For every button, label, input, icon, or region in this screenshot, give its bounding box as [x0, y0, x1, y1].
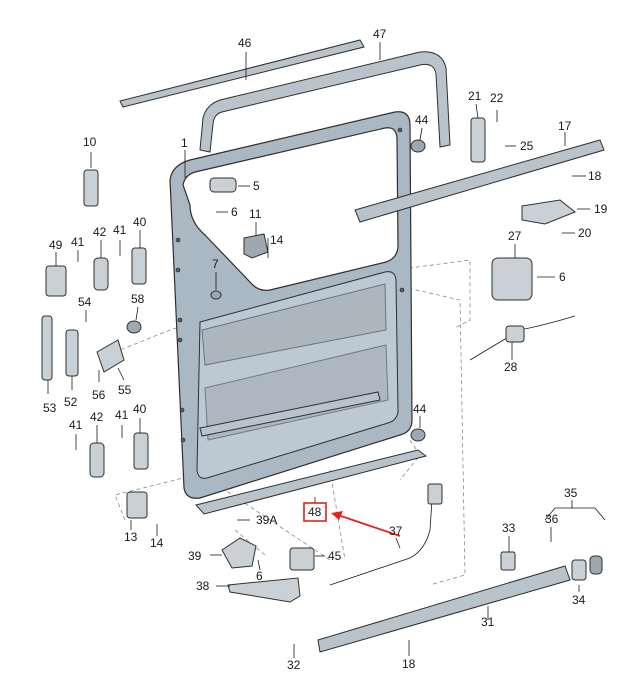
- callout-38: 38: [196, 579, 210, 593]
- callout-19: 19: [594, 202, 608, 216]
- callout-41c: 41: [115, 408, 129, 422]
- callout-13: 13: [124, 530, 138, 544]
- part-52: [65, 329, 79, 377]
- highlight-48: [303, 502, 401, 537]
- callout-46: 46: [238, 36, 252, 50]
- callout-27: 27: [508, 229, 522, 243]
- highlight-box: [303, 502, 327, 522]
- part-42-lower: [89, 442, 105, 478]
- callout-14a: 14: [270, 233, 284, 247]
- callout-1: 1: [181, 136, 188, 150]
- callout-56: 56: [92, 388, 106, 402]
- callout-7: 7: [212, 257, 219, 271]
- part-53: [41, 315, 53, 381]
- callout-21: 21: [468, 89, 482, 103]
- callout-25: 25: [520, 139, 534, 153]
- part-21: [470, 117, 486, 163]
- part-17-upper-rail: [354, 139, 605, 223]
- part-5: [209, 177, 237, 193]
- part-33: [500, 551, 516, 571]
- part-1-door-panel: [169, 111, 413, 499]
- part-46-upper-rail: [119, 39, 365, 108]
- callout-6c: 6: [256, 569, 263, 583]
- callout-5: 5: [253, 179, 260, 193]
- callout-40b: 40: [133, 402, 147, 416]
- part-45-bracket: [289, 547, 315, 571]
- callout-44a: 44: [415, 113, 429, 127]
- leader-lines: [47, 42, 606, 658]
- callout-11: 11: [249, 207, 262, 221]
- callout-20: 20: [578, 226, 592, 240]
- part-19: [521, 199, 576, 225]
- part-13: [126, 491, 148, 519]
- part-44-buffers: [410, 139, 426, 442]
- callout-36: 36: [545, 512, 559, 526]
- part-40-lower: [133, 432, 149, 470]
- callout-22: 22: [490, 91, 504, 105]
- callout-41d: 41: [69, 418, 83, 432]
- highlight-arrowhead: [331, 511, 343, 520]
- callout-33: 33: [502, 521, 516, 535]
- callout-18b: 18: [402, 657, 416, 671]
- part-47-window-seal: [199, 51, 451, 153]
- callout-47: 47: [373, 27, 387, 41]
- part-55: [96, 339, 125, 373]
- callout-34: 34: [572, 593, 586, 607]
- part-42-upper: [93, 257, 109, 291]
- callout-48: 48: [308, 505, 322, 519]
- part-40-upper: [131, 247, 147, 285]
- callout-45: 45: [328, 549, 342, 563]
- callout-10: 10: [83, 135, 97, 149]
- callout-41b: 41: [71, 235, 85, 249]
- part-49: [45, 265, 67, 297]
- callout-44b: 44: [413, 402, 427, 416]
- callout-53: 53: [43, 401, 57, 415]
- callout-52: 52: [64, 395, 78, 409]
- callout-42b: 42: [90, 410, 104, 424]
- callout-6a: 6: [231, 205, 238, 219]
- part-31-lower-rail: [317, 565, 571, 653]
- callout-58: 58: [131, 292, 145, 306]
- part-58: [126, 320, 142, 334]
- callout-labels: 46 47 1 10 5 6 11 14 7 44 21 22 25 17 18…: [43, 27, 608, 672]
- part-38-arm: [227, 577, 301, 603]
- part-7: [210, 290, 222, 300]
- part-10: [83, 169, 99, 207]
- callout-39a: 39A: [256, 513, 277, 527]
- callout-40a: 40: [133, 215, 147, 229]
- callout-55: 55: [118, 383, 132, 397]
- callout-37: 37: [389, 524, 403, 538]
- callout-42a: 42: [93, 225, 107, 239]
- callout-49: 49: [49, 238, 63, 252]
- part-11: [243, 233, 269, 259]
- callout-6b: 6: [559, 270, 566, 284]
- part-39-roller: [221, 537, 257, 569]
- part-48-lower-seal-strip: [195, 449, 428, 515]
- callout-17: 17: [558, 119, 572, 133]
- callout-14b: 14: [150, 536, 164, 550]
- callout-18a: 18: [588, 169, 602, 183]
- callout-28: 28: [504, 360, 518, 374]
- callout-31: 31: [481, 615, 495, 629]
- callout-41a: 41: [113, 223, 127, 237]
- part-37-cable: [329, 483, 443, 586]
- callout-39: 39: [188, 549, 202, 563]
- callout-35: 35: [564, 486, 578, 500]
- part-35-cap: [589, 555, 603, 575]
- part-34: [571, 559, 587, 581]
- part-28-cable: [469, 315, 576, 361]
- highlight-arrow: [337, 514, 401, 537]
- callout-54: 54: [78, 295, 92, 309]
- callout-32: 32: [287, 658, 301, 672]
- part-27: [491, 257, 533, 301]
